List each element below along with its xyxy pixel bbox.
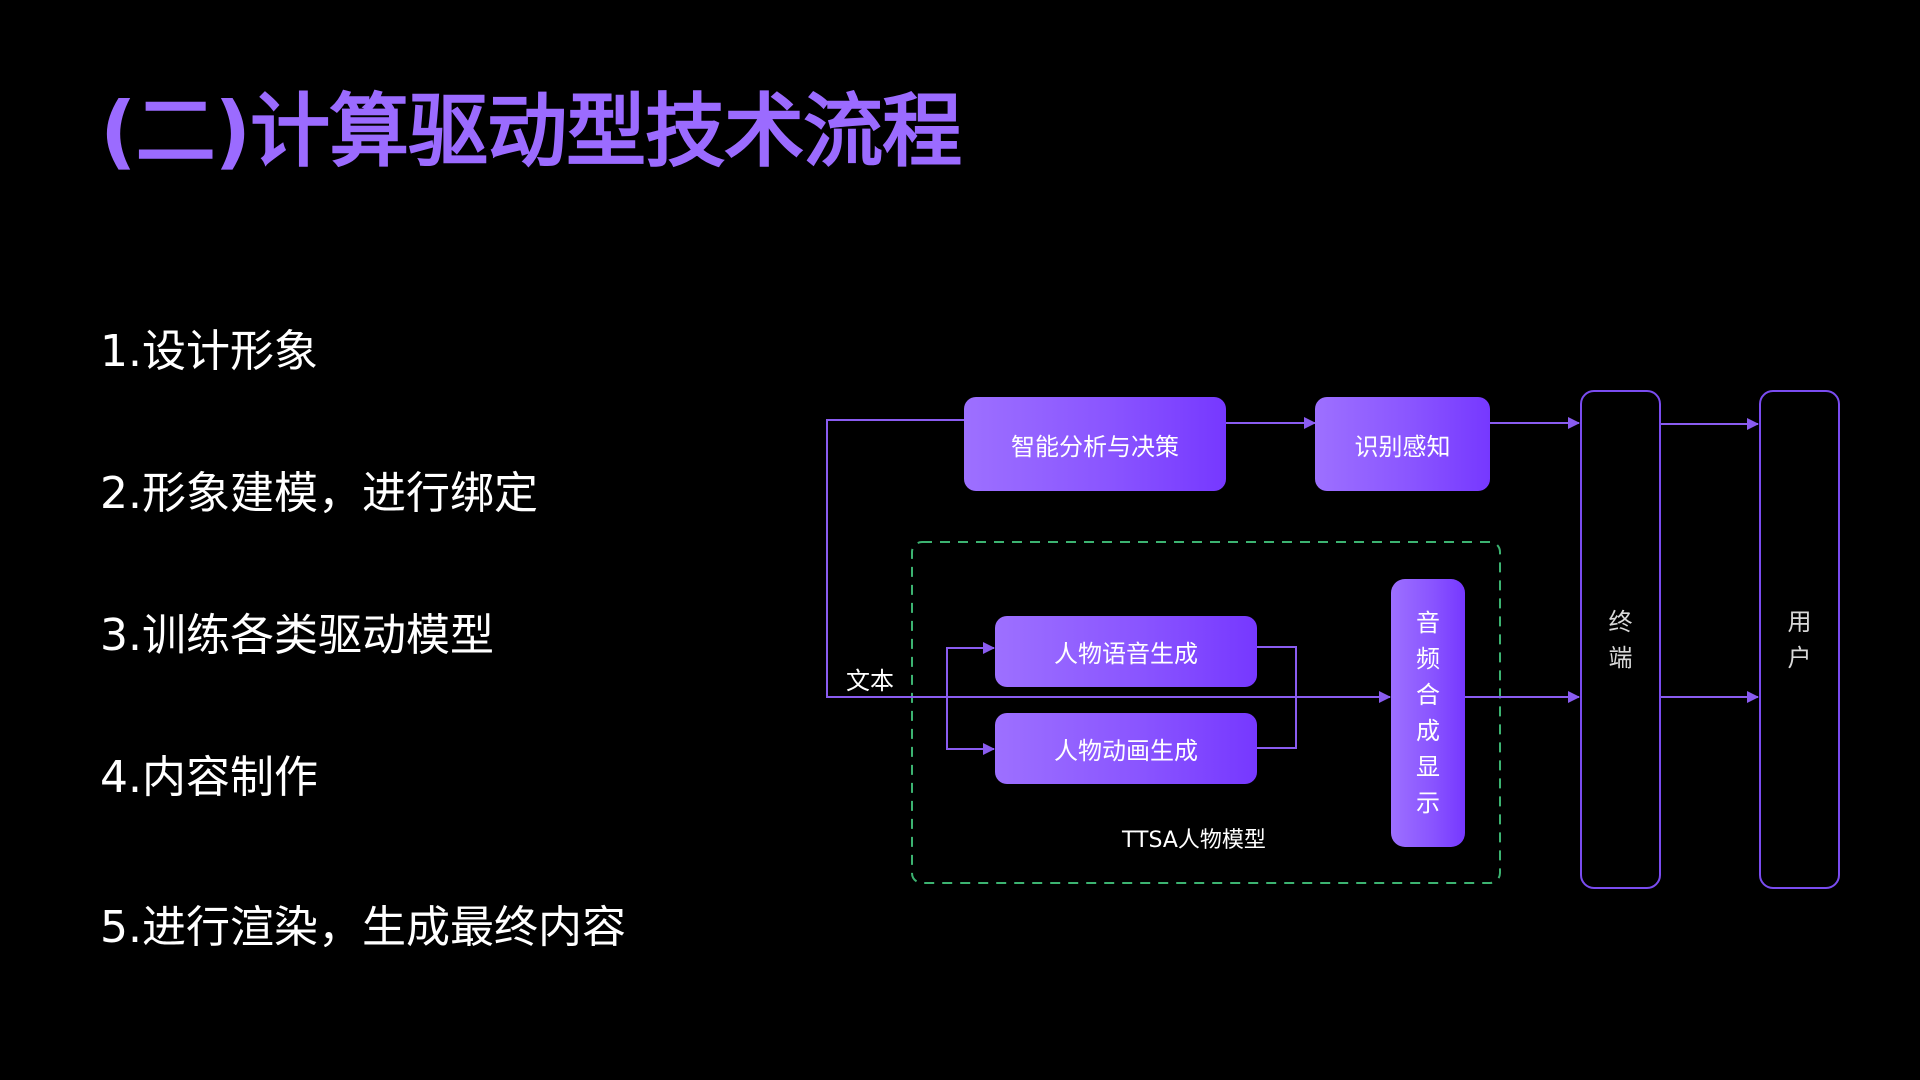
node-label-char: 频 <box>1416 645 1440 673</box>
node-label-char: 用 <box>1787 607 1812 636</box>
connector-text-to-speech <box>946 642 995 697</box>
node-label-char: 成 <box>1416 717 1440 745</box>
ttsa-group-border <box>911 541 1501 884</box>
node-label-char: 端 <box>1608 643 1633 672</box>
node-label-char: 音 <box>1416 609 1440 637</box>
node-label-char: 合 <box>1416 681 1440 709</box>
node-terminal: 终 端 <box>1580 390 1661 889</box>
connector-text-to-animation <box>946 697 995 755</box>
step-item: 2.形象建模，进行绑定 <box>100 468 538 519</box>
node-audio-synthesis-display: 音 频 合 成 显 示 <box>1391 579 1465 847</box>
ttsa-group-label: TTSA人物模型 <box>1122 828 1266 853</box>
connector-text-to-analysis <box>826 419 1296 698</box>
step-item: 4.内容制作 <box>100 752 318 803</box>
node-label: 人物语音生成 <box>1054 640 1198 668</box>
node-label-char: 显 <box>1416 753 1440 781</box>
node-perception: 识别感知 <box>1315 397 1490 491</box>
node-analysis-decision: 智能分析与决策 <box>964 397 1226 491</box>
node-label: 人物动画生成 <box>1054 737 1198 765</box>
slide-title: (二)计算驱动型技术流程 <box>100 85 962 178</box>
step-item: 5.进行渲染，生成最终内容 <box>100 902 626 953</box>
node-speech-generation: 人物语音生成 <box>995 616 1257 687</box>
node-label-char: 示 <box>1416 789 1440 817</box>
step-item: 1.设计形象 <box>100 326 318 377</box>
node-label: 智能分析与决策 <box>1011 432 1179 461</box>
node-label-char: 户 <box>1787 643 1812 672</box>
node-user: 用 户 <box>1759 390 1840 889</box>
node-label-char: 终 <box>1608 607 1633 636</box>
step-item: 3.训练各类驱动模型 <box>100 610 494 661</box>
input-text-label: 文本 <box>846 667 894 695</box>
node-animation-generation: 人物动画生成 <box>995 713 1257 784</box>
node-label: 识别感知 <box>1354 432 1451 461</box>
